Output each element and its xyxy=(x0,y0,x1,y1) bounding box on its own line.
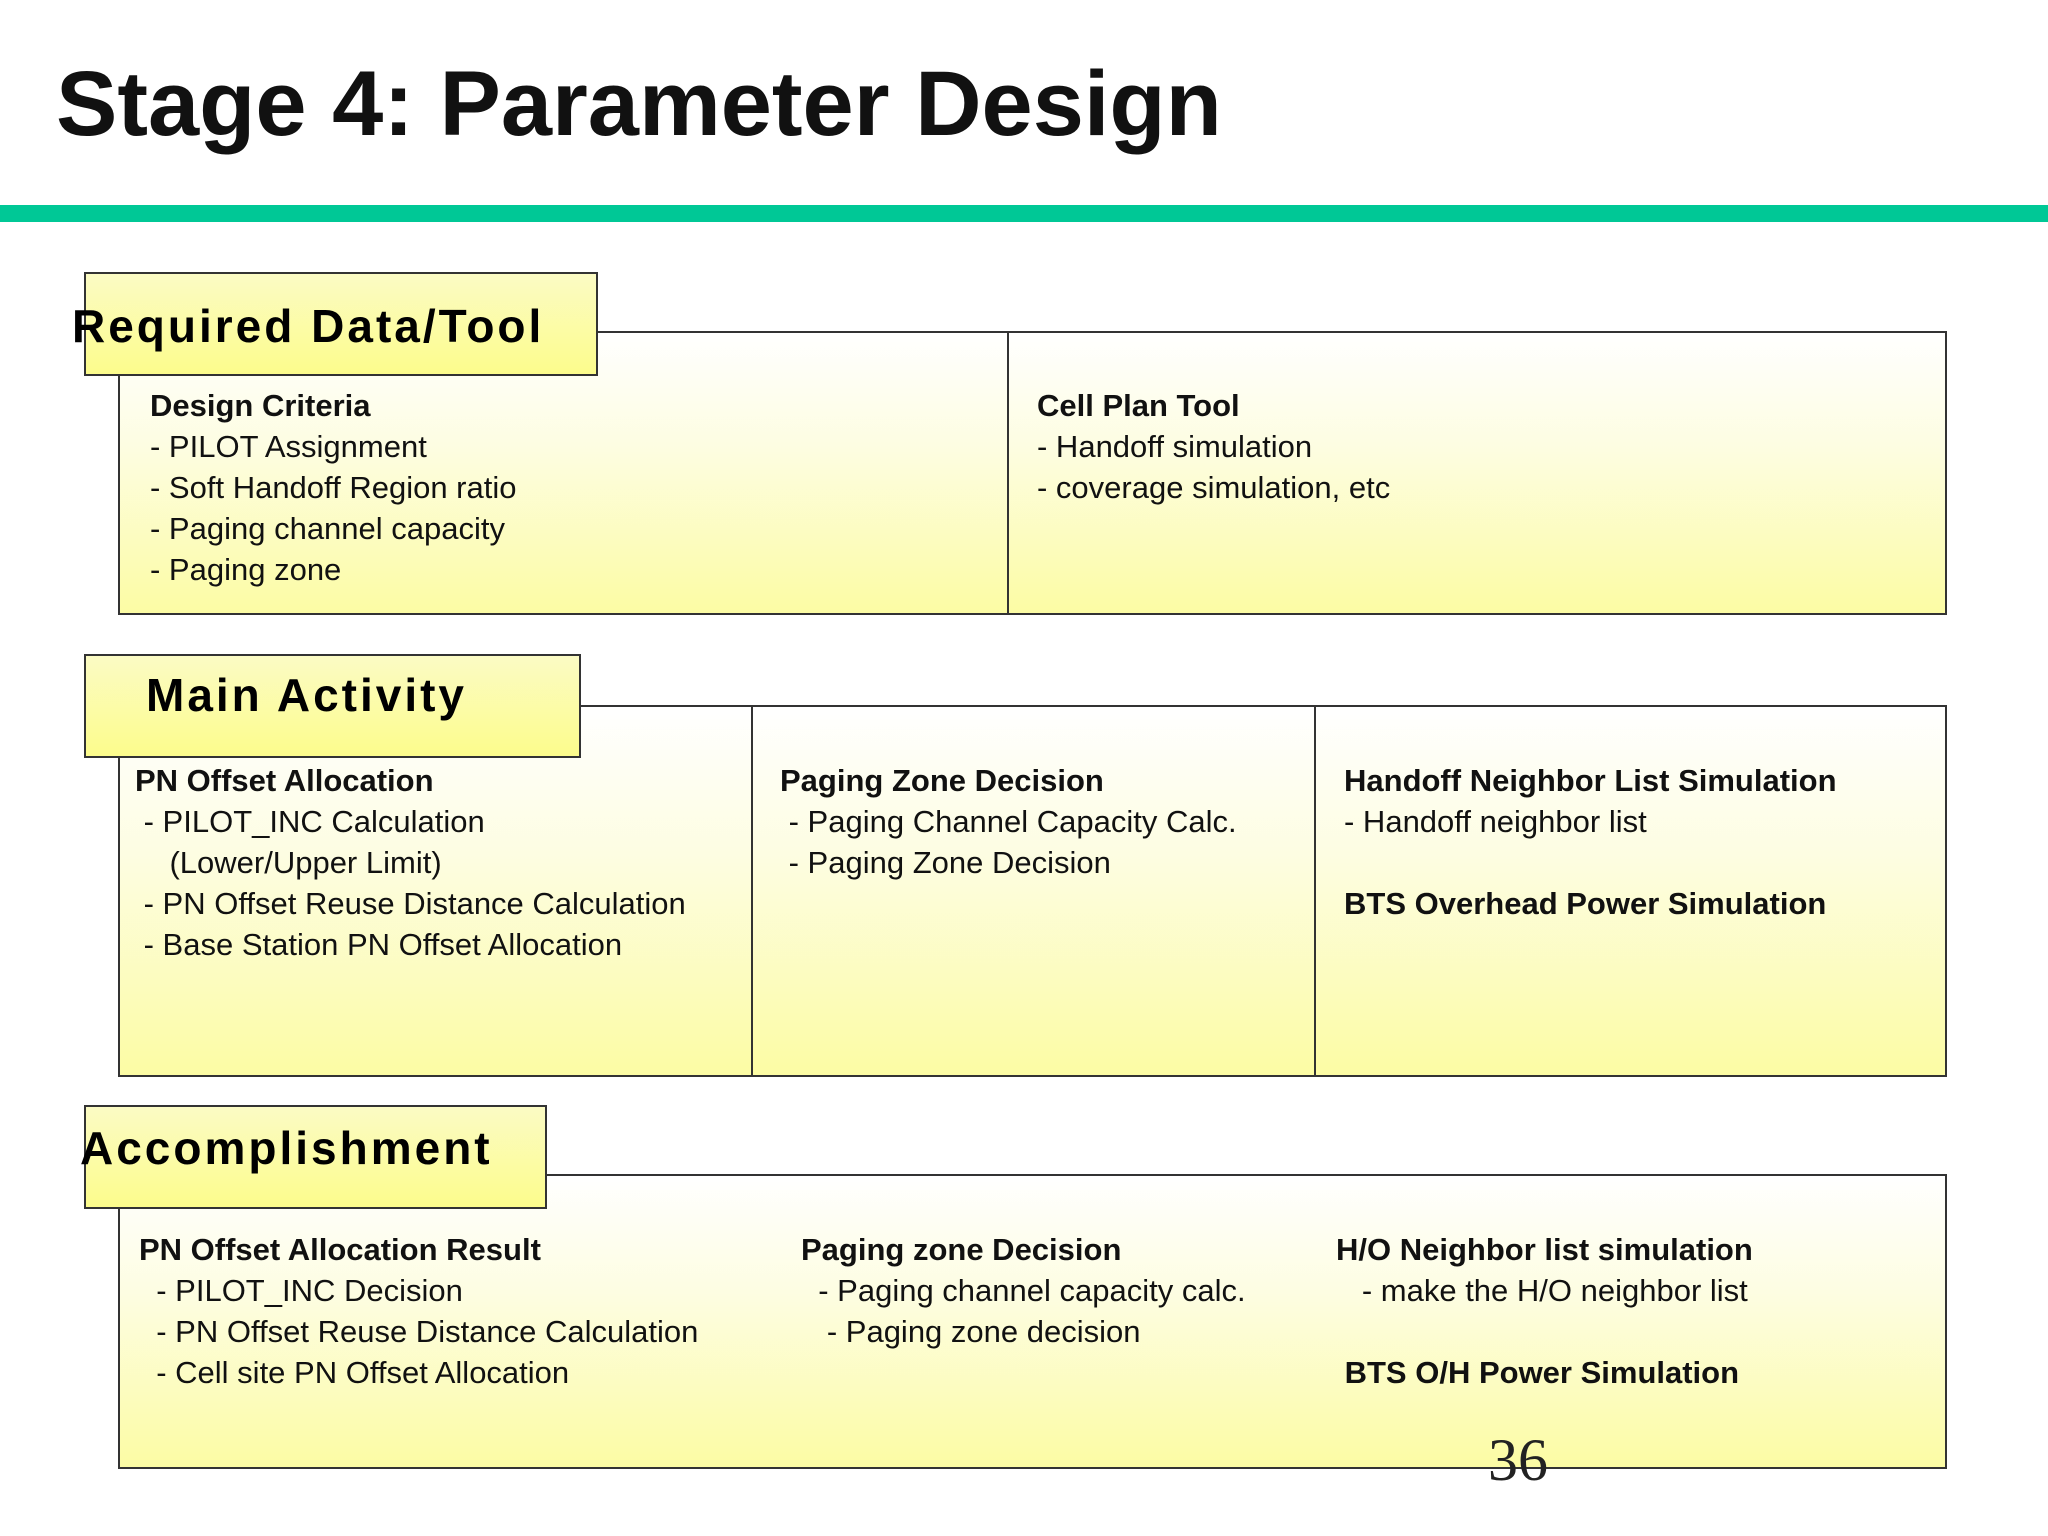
list-item: - PILOT_INC Calculation xyxy=(135,804,485,839)
column-heading: Handoff Neighbor List Simulation xyxy=(1344,763,1837,798)
main-col-pn-offset: PN Offset Allocation - PILOT_INC Calcula… xyxy=(135,760,686,965)
main-divider-1 xyxy=(751,707,753,1075)
column-heading: Design Criteria xyxy=(150,388,371,423)
list-item: - Base Station PN Offset Allocation xyxy=(135,927,623,962)
list-item: - PN Offset Reuse Distance Calculation xyxy=(139,1314,699,1349)
column-heading: Paging Zone Decision xyxy=(780,763,1104,798)
column-heading: H/O Neighbor list simulation xyxy=(1336,1232,1753,1267)
accomplishment-col-paging-zone: Paging zone Decision - Paging channel ca… xyxy=(801,1229,1246,1352)
required-divider xyxy=(1007,333,1009,613)
main-col-handoff: Handoff Neighbor List Simulation - Hando… xyxy=(1344,760,1837,924)
main-activity-panel xyxy=(118,705,1947,1077)
accomplishment-tab xyxy=(84,1105,547,1209)
list-item: - Soft Handoff Region ratio xyxy=(150,470,517,505)
spacer xyxy=(1344,842,1837,883)
list-item: - coverage simulation, etc xyxy=(1037,470,1391,505)
list-item: - Handoff simulation xyxy=(1037,429,1313,464)
main-divider-2 xyxy=(1314,707,1316,1075)
column-heading: Paging zone Decision xyxy=(801,1232,1122,1267)
list-item: - Paging channel capacity calc. xyxy=(801,1273,1246,1308)
accomplishment-col-handoff: H/O Neighbor list simulation - make the … xyxy=(1336,1229,1753,1393)
list-item: (Lower/Upper Limit) xyxy=(135,845,442,880)
list-item: - Paging zone xyxy=(150,552,342,587)
main-col-paging-zone: Paging Zone Decision - Paging Channel Ca… xyxy=(780,760,1237,883)
main-activity-tab xyxy=(84,654,581,758)
list-item: - Paging Zone Decision xyxy=(780,845,1111,880)
column-heading: BTS Overhead Power Simulation xyxy=(1344,886,1827,921)
accomplishment-panel xyxy=(118,1174,1947,1469)
accomplishment-col-pn-offset: PN Offset Allocation Result - PILOT_INC … xyxy=(139,1229,698,1393)
list-item: - Handoff neighbor list xyxy=(1344,804,1647,839)
column-heading: Cell Plan Tool xyxy=(1037,388,1240,423)
list-item: - PILOT Assignment xyxy=(150,429,427,464)
required-tab xyxy=(84,272,598,376)
column-heading: BTS O/H Power Simulation xyxy=(1336,1355,1740,1390)
column-heading: PN Offset Allocation Result xyxy=(139,1232,541,1267)
required-col-cell-plan-tool: Cell Plan Tool - Handoff simulation - co… xyxy=(1037,385,1390,508)
accomplishment-tab-label: Accomplishment xyxy=(80,1122,493,1174)
list-item: - PILOT_INC Decision xyxy=(139,1273,463,1308)
column-heading: PN Offset Allocation xyxy=(135,763,434,798)
required-panel xyxy=(118,331,1947,615)
list-item: - Paging Channel Capacity Calc. xyxy=(780,804,1237,839)
list-item: - make the H/O neighbor list xyxy=(1336,1273,1748,1308)
required-tab-label: Required Data/Tool xyxy=(72,300,545,352)
list-item: - Cell site PN Offset Allocation xyxy=(139,1355,570,1390)
list-item: - Paging zone decision xyxy=(801,1314,1141,1349)
list-item: - PN Offset Reuse Distance Calculation xyxy=(135,886,686,921)
required-col-design-criteria: Design Criteria - PILOT Assignment - Sof… xyxy=(150,385,516,590)
title-underline xyxy=(0,205,2048,222)
spacer xyxy=(1336,1311,1753,1352)
page-number: 36 xyxy=(1488,1430,1548,1482)
main-activity-tab-label: Main Activity xyxy=(146,669,468,721)
slide-title: Stage 4: Parameter Design xyxy=(56,53,1222,155)
list-item: - Paging channel capacity xyxy=(150,511,506,546)
